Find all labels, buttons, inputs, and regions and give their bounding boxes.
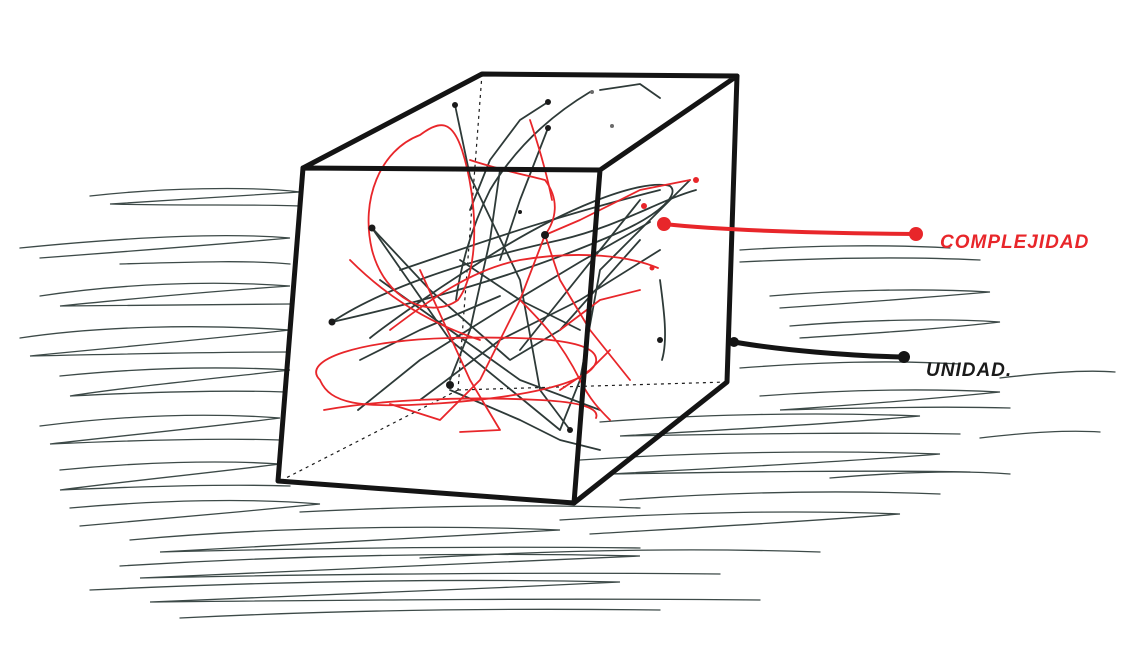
complejidad-leader — [657, 217, 923, 241]
cube-hidden-edges — [282, 74, 727, 480]
cube-outline — [278, 74, 737, 503]
complejidad-label: COMPLEJIDAD — [940, 232, 1089, 253]
unidad-leader — [729, 337, 910, 363]
unidad-label: UNIDAD. — [926, 360, 1012, 381]
